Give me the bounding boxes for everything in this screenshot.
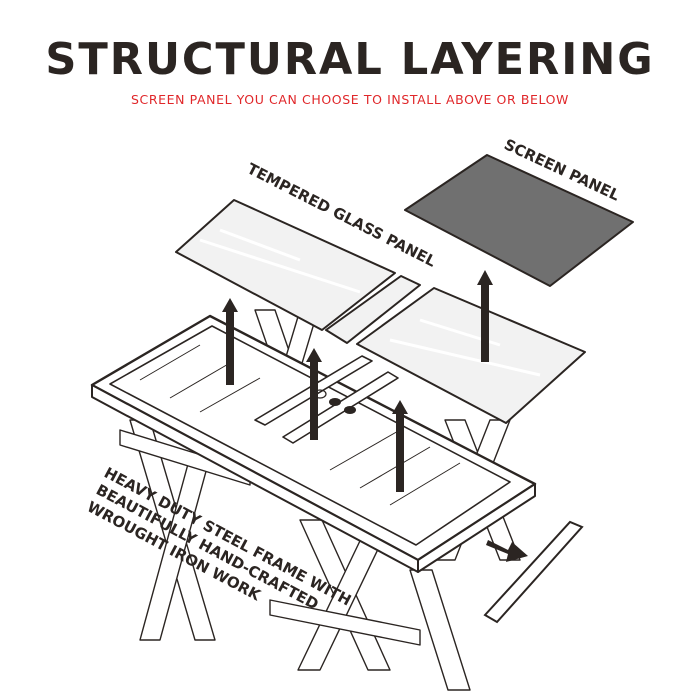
up-arrow-right-low: [392, 400, 408, 492]
page-subtitle: SCREEN PANEL YOU CAN CHOOSE TO INSTALL A…: [130, 92, 570, 107]
up-arrow-center: [306, 348, 322, 440]
lift-arrows: [222, 270, 493, 492]
detached-rail: [483, 520, 584, 624]
page-title: STRUCTURAL LAYERING: [45, 34, 655, 85]
tempered-glass-panels: [175, 199, 586, 424]
rail-arrow: [486, 540, 528, 562]
up-arrow-left: [222, 298, 238, 385]
up-arrow-right-high: [477, 270, 493, 362]
screen-panel: [404, 154, 634, 287]
